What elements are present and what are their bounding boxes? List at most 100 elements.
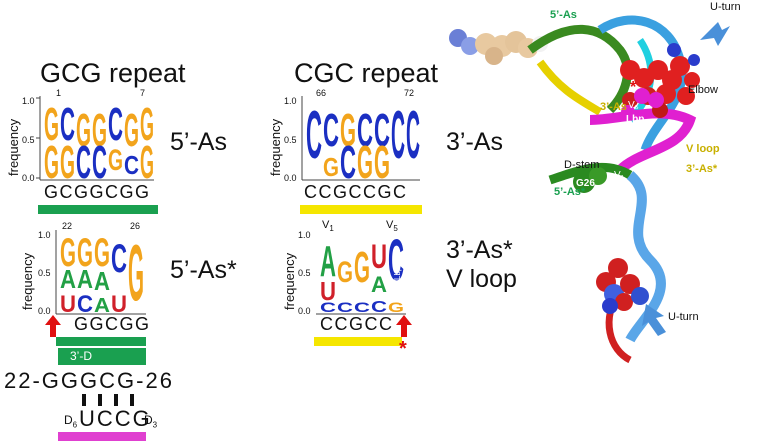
logo1-green-bar: [38, 205, 158, 214]
label-lbp: Lbp: [626, 114, 644, 125]
label-asterisk: *: [630, 79, 637, 96]
svg-text:C: C: [354, 299, 370, 315]
svg-text:G: G: [44, 136, 59, 182]
logo2-letters: C C G G C C G C G C C: [301, 96, 420, 182]
label-elbow: Elbow: [688, 84, 718, 96]
logo3-ylabel: frequency: [20, 252, 35, 310]
svg-text:G: G: [60, 136, 75, 182]
trna-3d-structure: 5’-As U-turn 3’-As Elbow V loop 3’-As* D…: [449, 1, 741, 364]
svg-text:C: C: [76, 136, 91, 182]
svg-text:G: G: [357, 136, 373, 182]
logo1-tick-top: 1.0: [22, 96, 35, 106]
svg-text:G: G: [140, 98, 154, 150]
svg-text:C: C: [111, 237, 127, 281]
label-dstem: D-stem: [564, 159, 599, 171]
logo4-side-label: 3’-As* V loop: [446, 236, 517, 293]
logo3-green-bar: [56, 337, 146, 346]
logo2-pos-start: 66: [316, 88, 327, 98]
logo4-sequence: CCGCC: [320, 314, 394, 334]
svg-text:C: C: [391, 97, 405, 173]
logo1-sequence: GCGGCGG: [44, 182, 151, 202]
svg-text:G: G: [340, 104, 356, 156]
u-turn-arrow-icon: [700, 22, 730, 46]
magenta-sphere-cluster: [621, 88, 664, 119]
svg-text:C: C: [340, 136, 356, 182]
svg-text:A: A: [94, 295, 110, 316]
logo2-tick-top: 1.0: [284, 96, 297, 106]
svg-text:C: C: [77, 291, 93, 316]
dstem-d3-label: D3: [144, 413, 158, 430]
label-5as: 5’-As: [550, 9, 577, 21]
label-5as-star: 5’-As*: [554, 186, 586, 198]
svg-text:G: G: [323, 152, 339, 182]
logo4-ylabel: frequency: [282, 252, 297, 310]
svg-text:A: A: [320, 237, 336, 286]
label-vloop: V loop: [686, 143, 720, 155]
logo3-letters: G A U G A C G A A C U G: [55, 230, 146, 316]
dstem-bottom-sequence: UCCG: [79, 406, 152, 431]
dstem-base-pair-lines: [82, 394, 134, 406]
magenta-ribbon: [589, 108, 697, 174]
green-lower-ribbon: [548, 162, 633, 185]
logo1-pos-end: 7: [140, 88, 146, 98]
svg-text:C: C: [388, 232, 404, 293]
svg-text:G: G: [128, 230, 144, 316]
svg-text:C: C: [371, 299, 388, 316]
logo4-v1-label: V1: [322, 219, 334, 234]
red-sphere-cluster-bottom: [596, 258, 649, 314]
green-ribbon: [527, 24, 632, 114]
dstem-d6-label: D6: [64, 413, 78, 430]
svg-text:G: G: [374, 136, 390, 182]
logo4-lbp-text: Lbp: [393, 266, 402, 280]
svg-text:U: U: [320, 276, 336, 306]
label-3as: 3’-As: [600, 101, 627, 113]
svg-text:C: C: [357, 104, 373, 156]
logo2-side-label: 3’-As: [446, 128, 503, 156]
svg-text:C: C: [320, 299, 336, 315]
logo1-stack: G G C G G C G C C G G C G G: [44, 98, 154, 182]
logo2-sequence: CCGCCGC: [304, 182, 408, 202]
label-g26: G26: [576, 178, 595, 189]
svg-text:A: A: [60, 264, 76, 294]
svg-text:A: A: [94, 266, 110, 296]
logo4-v5-label: V5: [386, 219, 398, 234]
dstem-magenta-bar: [58, 432, 146, 441]
logo4-yellow-bar: [314, 337, 402, 346]
logo4-tick-bottom: 0.0: [298, 306, 311, 316]
svg-text:U: U: [371, 238, 387, 276]
svg-text:C: C: [406, 97, 420, 173]
u-turn-arrow-bottom-icon: [642, 304, 666, 336]
svg-text:A: A: [371, 272, 387, 297]
logo1-pos-start: 1: [56, 88, 62, 98]
svg-text:C: C: [124, 150, 139, 180]
logo4-tick-top: 1.0: [298, 230, 311, 240]
logo1-tick-bottom: 0.0: [22, 173, 35, 183]
label-3as-star: 3’-As*: [686, 163, 718, 175]
svg-text:C: C: [92, 136, 107, 182]
logo2-tick-mid: 0.5: [284, 135, 297, 145]
svg-text:U: U: [111, 291, 127, 316]
svg-text:G: G: [76, 104, 91, 156]
red-arrow-up-icon: [396, 315, 412, 337]
logo4-letters: A U C G C G C U A C C G Lbp: [316, 232, 406, 316]
svg-text:G: G: [44, 98, 59, 150]
red-arrow-up-icon: [45, 315, 61, 337]
label-uturn-bottom: U-turn: [668, 311, 699, 323]
dstem-label-bar: [58, 348, 146, 365]
logo2-ylabel: frequency: [268, 118, 283, 176]
svg-text:G: G: [108, 144, 123, 177]
logo3-tick-top: 1.0: [38, 230, 51, 240]
logo2-tick-bottom: 0.0: [284, 173, 297, 183]
svg-text:G: G: [124, 104, 139, 156]
svg-text:G: G: [92, 104, 107, 156]
logo1-letters: G G C G G C G C C G G C G G: [36, 96, 154, 182]
svg-text:C: C: [60, 98, 75, 150]
svg-text:G: G: [60, 231, 76, 275]
logo2-pos-end: 72: [404, 88, 415, 98]
label-v5: V₅: [628, 100, 639, 111]
dstem-top-sequence: 22-GGGCG-26: [4, 368, 174, 393]
svg-text:C: C: [374, 104, 390, 156]
svg-text:C: C: [306, 97, 322, 173]
logo3-pos-start: 22: [62, 221, 73, 231]
logo4-asterisk: *: [399, 338, 407, 360]
